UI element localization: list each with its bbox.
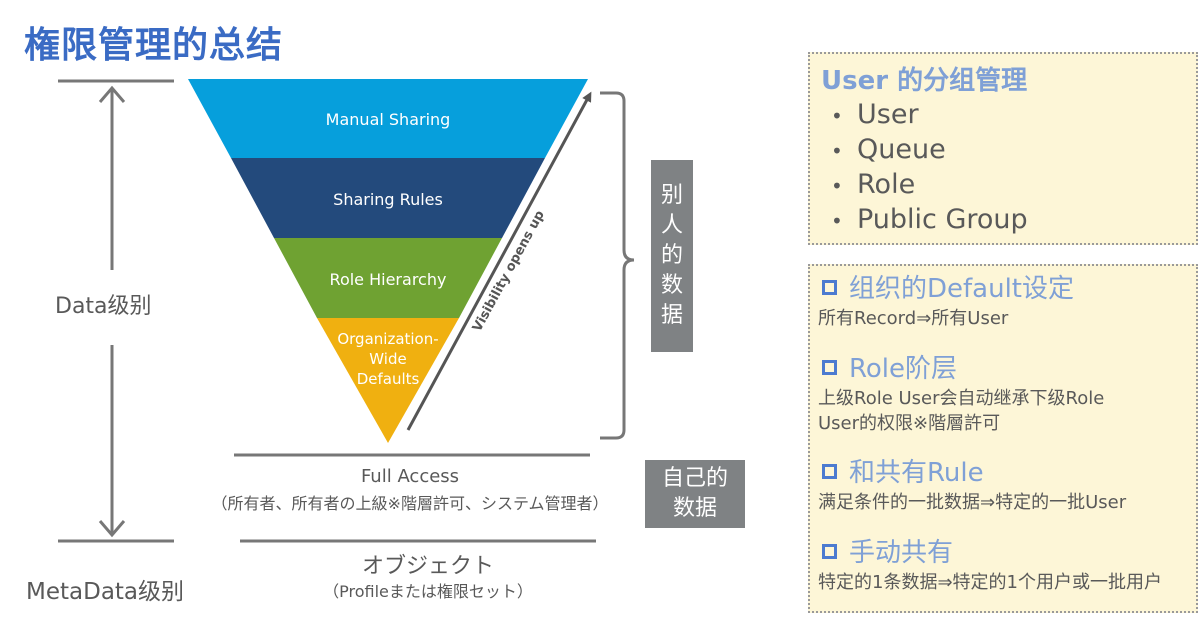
metadata-level-label: MetaData级别 <box>26 579 185 605</box>
layer-role-hierarchy <box>274 238 502 318</box>
user-groups-panel: User 的分组管理 •User •Queue •Role •Public Gr… <box>808 52 1198 245</box>
data-level-label: Data级别 <box>55 294 152 319</box>
section-desc: 满足条件的一批数据⇒特定的一批User <box>818 492 1127 513</box>
object-label: オブジェクト <box>361 554 494 579</box>
full-access-label: Full Access <box>360 466 460 487</box>
others-data-box: 别人的数据 <box>651 160 693 352</box>
layer-manual-sharing <box>188 79 588 158</box>
layer-org-wide-defaults <box>317 318 459 443</box>
section-heading: 组织的Default设定 <box>849 274 1074 304</box>
list-item: •Queue <box>831 134 946 165</box>
section-sharing-rule: 和共有Rule 满足条件的一批数据⇒特定的一批User <box>818 456 1196 536</box>
own-data-box: 自己的数据 <box>645 460 745 528</box>
full-access-note: （所有者、所有者の上級※階層許可、システム管理者） <box>211 494 609 513</box>
section-role-hierarchy: Role阶层 上级Role User会自动继承下级Role User的权限※階層… <box>818 352 1196 456</box>
data-level-arrow <box>98 85 126 538</box>
section-desc: 上级Role User会自动继承下级Role User的权限※階層許可 <box>818 388 1105 434</box>
section-desc: 所有Record⇒所有User <box>818 308 1009 329</box>
layer-label-sharing-rules: Sharing Rules <box>333 190 443 209</box>
section-manual-sharing: 手动共有 特定的1条数据⇒特定的1个用户或一批用户 <box>818 536 1196 596</box>
square-bullet-icon <box>822 280 837 295</box>
section-heading: Role阶层 <box>849 354 958 384</box>
page-title: 権限管理的总结 <box>24 25 284 66</box>
user-groups-list: •User •Queue •Role •Public Group <box>821 97 1196 237</box>
layer-label-manual-sharing: Manual Sharing <box>326 110 451 129</box>
visibility-arrow <box>406 91 592 431</box>
layer-label-role-hierarchy: Role Hierarchy <box>330 270 447 289</box>
sharing-settings-panel: 组织的Default设定 所有Record⇒所有User Role阶层 上级Ro… <box>808 264 1198 613</box>
square-bullet-icon <box>822 544 837 559</box>
square-bullet-icon <box>822 464 837 479</box>
list-item: •Public Group <box>831 204 1028 235</box>
permission-pyramid-diagram: Manual Sharing Sharing Rules Role Hierar… <box>58 79 635 543</box>
layer-sharing-rules <box>231 158 545 238</box>
user-groups-title: User 的分组管理 <box>821 66 1028 96</box>
section-heading: 和共有Rule <box>849 458 984 488</box>
section-org-default: 组织的Default设定 所有Record⇒所有User <box>818 272 1196 352</box>
object-note: （Profileまたは権限セット） <box>323 582 533 601</box>
list-item: •Role <box>831 169 916 200</box>
section-heading: 手动共有 <box>849 538 954 568</box>
others-data-bracket <box>600 91 635 440</box>
section-desc: 特定的1条数据⇒特定的1个用户或一批用户 <box>818 572 1162 593</box>
list-item: •User <box>831 99 919 130</box>
square-bullet-icon <box>822 360 837 375</box>
